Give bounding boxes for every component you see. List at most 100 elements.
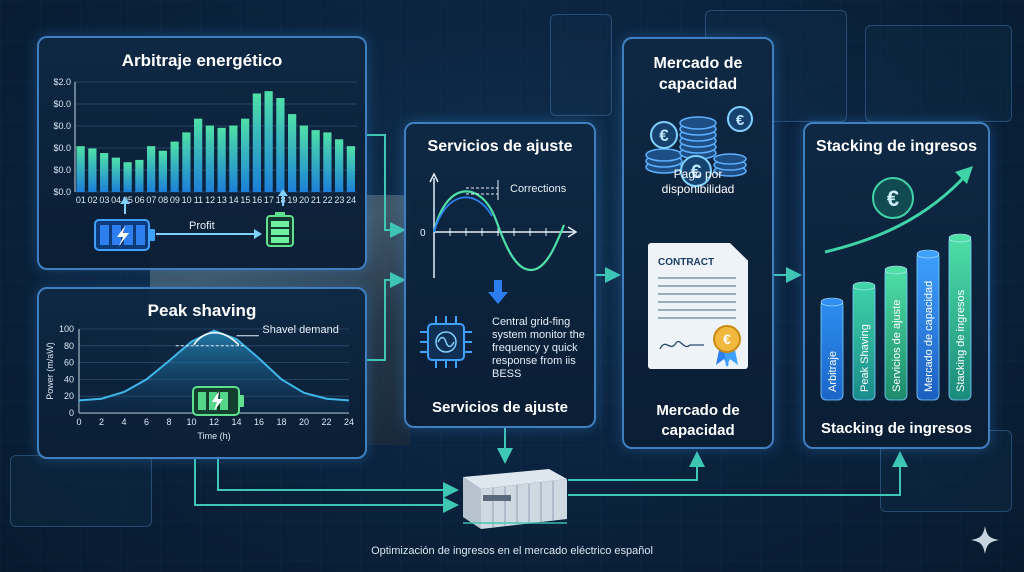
bar: [299, 125, 308, 192]
y-tick-label: 0: [69, 408, 74, 418]
capacidad-bottom-title: Mercado de capacidad: [656, 402, 740, 439]
pago-label: Pago por disponibilidad: [661, 167, 735, 196]
background-chart-decoration: [550, 14, 612, 116]
y-tick-label: 40: [64, 374, 74, 384]
svg-text:€: €: [736, 112, 745, 129]
background-chart-decoration: [865, 25, 1012, 122]
x-tick-label: 8: [166, 417, 171, 427]
servicios-title: Servicios de ajuste: [427, 138, 573, 155]
profit-label: Profit: [189, 220, 215, 232]
bar-category-label: Stacking de ingresos: [955, 289, 967, 392]
arbitraje-panel: Arbitraje energético $2.0$0.0$0.0$0.0$0.…: [37, 36, 367, 270]
bar: [147, 146, 156, 192]
euro-coins-icon: € € €: [645, 106, 753, 187]
bar-category-label: Servicios de ajuste: [891, 300, 903, 392]
y-tick-label: $0.0: [53, 121, 71, 131]
growth-arrow-head: [955, 166, 973, 184]
y-tick-label: 100: [59, 325, 74, 334]
chip-icon: [420, 316, 472, 368]
battery-icon: [192, 386, 244, 416]
y-tick-label: 20: [64, 391, 74, 401]
bar: [182, 132, 191, 192]
x-tick-label: 12: [205, 195, 215, 205]
x-tick-label: 16: [254, 417, 264, 427]
bar: [194, 118, 203, 192]
bess-container-icon: [463, 469, 567, 529]
x-tick-label: 14: [229, 195, 239, 205]
x-tick-label: 13: [217, 195, 227, 205]
x-tick-label: 03: [99, 195, 109, 205]
x-tick-label: 17: [264, 195, 274, 205]
y-tick-label: $0.0: [53, 143, 71, 153]
bar: [135, 159, 144, 192]
arrow-lines: [194, 134, 908, 513]
x-tick-label: 22: [321, 417, 331, 427]
x-tick-label: 20: [299, 417, 309, 427]
sparkle-icon: [971, 526, 999, 554]
x-tick-label: 18: [276, 417, 286, 427]
bar: [264, 91, 273, 192]
down-arrow-icon: [488, 280, 508, 304]
svg-text:€: €: [691, 162, 702, 183]
x-tick-label: 10: [186, 417, 196, 427]
bar-category-label: Peak Shaving: [859, 324, 871, 392]
peak-shaving-title: Peak shaving: [147, 301, 257, 320]
profit-arrow: [156, 229, 262, 239]
battery-icon: [94, 219, 155, 251]
x-tick-label: 20: [299, 195, 309, 205]
euro-icon: [872, 177, 914, 219]
bar: [276, 98, 285, 192]
x-tick-label: 21: [311, 195, 321, 205]
y-axis-label: Power (m/aW): [45, 342, 55, 400]
seal-icon: €: [713, 325, 741, 367]
x-axis-label: Time (h): [197, 431, 230, 441]
stacking-panel: Stacking de ingresos Arbitraje Peak Shavi…: [803, 122, 990, 449]
bar: [335, 139, 344, 192]
stacking-title: Stacking de ingresos: [816, 138, 977, 155]
x-tick-label: 24: [346, 195, 356, 205]
euro-symbol: €: [887, 186, 899, 211]
x-tick-label: 0: [76, 417, 81, 427]
y-tick-label: $0.0: [53, 187, 71, 197]
bar: [158, 150, 167, 192]
bar-cap: [852, 281, 876, 291]
bar-cap: [916, 249, 940, 259]
footer-caption: Optimización de ingresos en el mercado e…: [371, 545, 653, 557]
bar: [311, 130, 320, 192]
x-tick-label: 07: [146, 195, 156, 205]
x-tick-label: 04: [111, 195, 121, 205]
contract-document: CONTRACT €: [648, 243, 748, 369]
svg-text:€: €: [723, 331, 731, 347]
background-chart-decoration: [10, 455, 152, 527]
signature-icon: [659, 340, 704, 350]
x-tick-label: 24: [344, 417, 354, 427]
x-tick-label: 11: [194, 195, 203, 205]
x-tick-label: 02: [88, 195, 98, 205]
bar: [323, 132, 332, 192]
servicios-bottom-title: Servicios de ajuste: [432, 399, 568, 416]
bar-category-label: Arbitraje: [827, 351, 839, 392]
x-tick-label: 01: [76, 195, 86, 205]
bar: [88, 148, 97, 192]
x-tick-label: 2: [99, 417, 104, 427]
bar: [123, 162, 132, 192]
servicios-panel: Servicios de ajuste 0 Corrections: [404, 122, 596, 428]
bar: [205, 125, 214, 192]
x-tick-label: 18: [276, 195, 286, 205]
peak-outline: [193, 331, 240, 346]
contract-title: CONTRACT: [658, 257, 715, 268]
bar: [170, 141, 179, 192]
bar: [76, 146, 85, 192]
x-tick-label: 15: [240, 195, 250, 205]
bar: [229, 125, 238, 192]
x-tick-label: 05: [123, 195, 133, 205]
charged-battery-icon: [266, 212, 294, 247]
x-tick-label: 06: [135, 195, 145, 205]
y-tick-label: $2.0: [53, 77, 71, 87]
x-tick-label: 6: [144, 417, 149, 427]
corrections-label: Corrections: [510, 183, 567, 195]
